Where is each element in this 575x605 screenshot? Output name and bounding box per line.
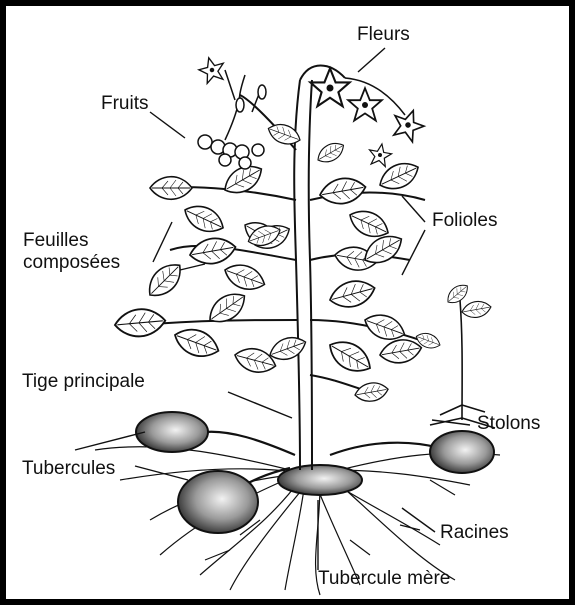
label-feuilles-composees-line1: Feuilles [23,230,120,252]
mother-tuber-shape [278,465,362,495]
label-stolons: Stolons [477,413,540,435]
frame-border [3,3,572,602]
label-fleurs: Fleurs [357,24,410,46]
label-fruits: Fruits [101,93,149,115]
side-plant [414,281,495,428]
label-tige-principale: Tige principale [22,371,145,393]
label-feuilles-composees-line2: composées [23,252,120,274]
label-tubercules: Tubercules [22,458,115,480]
leaves [114,120,423,404]
label-feuilles-composees: Feuilles composées [23,230,120,274]
label-folioles: Folioles [432,210,497,232]
label-tubercule-mere: Tubercule mère [318,568,450,590]
label-racines: Racines [440,522,509,544]
fruits [198,70,266,169]
